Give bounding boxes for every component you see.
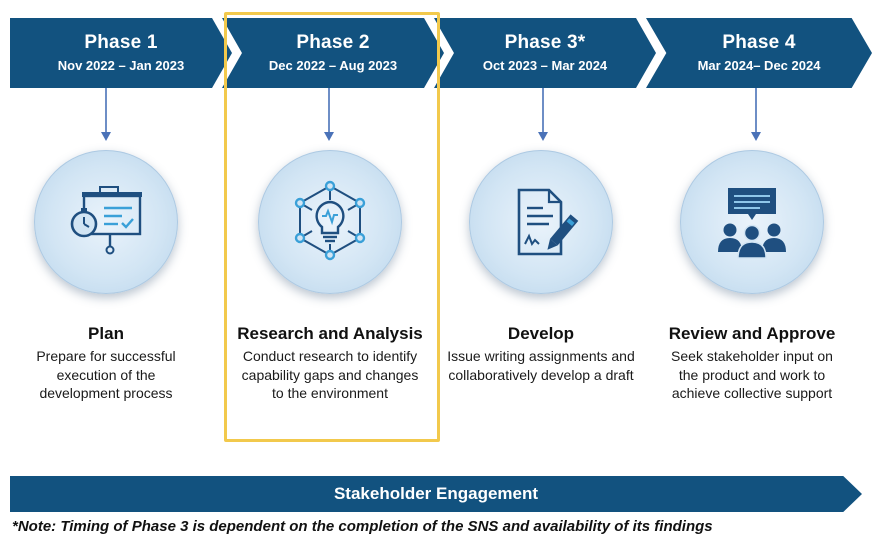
lightbulb-network-icon: [294, 180, 366, 261]
plan-title: Plan: [88, 324, 124, 343]
review-circle: [680, 150, 824, 294]
develop-circle: [469, 150, 613, 294]
plan-description: Prepare for successful execution of the …: [36, 348, 176, 401]
document-pen-icon: [517, 188, 579, 256]
footnote: *Note: Timing of Phase 3 is dependent on…: [12, 518, 713, 535]
presentation-stopwatch-icon: [70, 186, 142, 255]
research-circle: [258, 150, 402, 294]
plan-circle: [34, 150, 178, 294]
research-title: Research and Analysis: [237, 324, 423, 343]
develop-description: Issue writing assignments and collaborat…: [447, 348, 635, 383]
phase-3-dates: Oct 2023 – Mar 2024: [482, 58, 608, 73]
phase-4-chevron: Phase 4 Mar 2024– Dec 2024: [646, 18, 872, 88]
phase-2-chevron: Phase 2 Dec 2022 – Aug 2023: [222, 18, 444, 88]
phase-1-arrow-icon: [101, 88, 111, 141]
meeting-people-icon: [718, 188, 786, 259]
phase-4-arrow-icon: [751, 88, 761, 141]
review-title: Review and Approve: [668, 324, 836, 343]
stakeholder-engagement-bar: Stakeholder Engagement: [10, 476, 862, 512]
phase-4-dates: Mar 2024– Dec 2024: [697, 58, 821, 73]
phase-3-arrow-icon: [538, 88, 548, 141]
phase-3-title: Phase 3*: [504, 32, 586, 53]
phase-1-dates: Nov 2022 – Jan 2023: [57, 58, 185, 73]
research-description: Conduct research to identify capability …: [241, 348, 419, 401]
review-description: Seek stakeholder input on the product an…: [671, 348, 833, 401]
stakeholder-engagement-label: Stakeholder Engagement: [333, 484, 539, 503]
phase-2-dates: Dec 2022 – Aug 2023: [268, 58, 398, 73]
phase-2-arrow-icon: [324, 88, 334, 141]
phase-1-title: Phase 1: [84, 32, 158, 53]
phase-1-chevron: Phase 1 Nov 2022 – Jan 2023: [10, 18, 232, 88]
phase-3-chevron: Phase 3* Oct 2023 – Mar 2024: [434, 18, 656, 88]
phase-2-title: Phase 2: [296, 32, 370, 53]
phase-4-title: Phase 4: [722, 32, 796, 53]
develop-title: Develop: [507, 324, 575, 343]
